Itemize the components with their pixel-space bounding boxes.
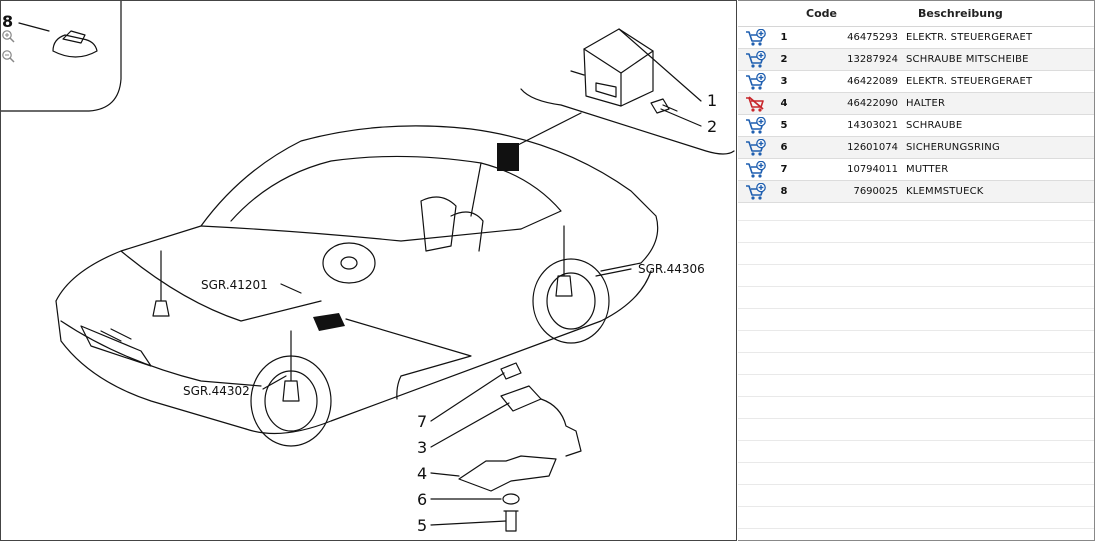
reference-sgr-44306: SGR.44306 xyxy=(638,262,705,276)
grille xyxy=(80,325,152,367)
row-description: ELEKTR. STEUERGERAET xyxy=(906,32,1033,43)
row-description: SCHRAUBE xyxy=(906,120,963,131)
part-6-washer xyxy=(502,493,520,505)
part-2-screw xyxy=(650,98,678,114)
exploded-parts-diagram: 1 2 3 4 5 6 7 8 SGR.41201 SGR.44306 SGR.… xyxy=(0,0,737,541)
row-description: HALTER xyxy=(906,98,946,109)
add-to-cart-icon[interactable] xyxy=(738,116,774,135)
part-1-ecu xyxy=(583,28,654,74)
row-part-code: 46422089 xyxy=(847,76,898,87)
row-position: 8 xyxy=(780,186,788,197)
code-column-header: Code xyxy=(806,7,837,20)
row-description: ELEKTR. STEUERGERAET xyxy=(906,76,1033,87)
table-row[interactable]: 2 13287924 SCHRAUBE MITSCHEIBE xyxy=(738,49,1094,71)
part-5-screw xyxy=(503,510,519,532)
part-3-sensor xyxy=(500,385,542,412)
row-description: MUTTER xyxy=(906,164,949,175)
car-roofline xyxy=(55,125,659,302)
table-row[interactable]: 4 46422090 HALTER xyxy=(738,93,1094,115)
row-position: 3 xyxy=(780,76,788,87)
add-to-cart-icon[interactable] xyxy=(738,138,774,157)
part-4-bracket xyxy=(458,455,557,492)
row-part-code: 7690025 xyxy=(853,186,898,197)
zoom-out-icon[interactable] xyxy=(1,49,15,63)
row-part-code: 13287924 xyxy=(847,54,898,65)
row-description: SICHERUNGSRING xyxy=(906,142,1000,153)
add-to-cart-icon[interactable] xyxy=(738,72,774,91)
table-row[interactable]: 1 46475293 ELEKTR. STEUERGERAET xyxy=(738,27,1094,49)
row-position: 7 xyxy=(780,164,788,175)
row-description: KLEMMSTUECK xyxy=(906,186,984,197)
sensor-location-marker xyxy=(313,313,345,331)
callout-3: 3 xyxy=(417,438,427,457)
callout-2: 2 xyxy=(707,117,717,136)
add-to-cart-icon[interactable] xyxy=(738,160,774,179)
callout-7: 7 xyxy=(417,412,427,431)
row-part-code: 46475293 xyxy=(847,32,898,43)
callout-8: 8 xyxy=(2,12,13,31)
row-part-code: 14303021 xyxy=(847,120,898,131)
front-left-strut xyxy=(152,250,170,317)
add-to-cart-icon[interactable] xyxy=(738,28,774,47)
table-row[interactable]: 3 46422089 ELEKTR. STEUERGERAET xyxy=(738,71,1094,93)
table-row[interactable]: 7 10794011 MUTTER xyxy=(738,159,1094,181)
row-part-code: 12601074 xyxy=(847,142,898,153)
part-8-clamp xyxy=(52,34,98,58)
steering-wheel xyxy=(322,242,376,284)
rear-wheel xyxy=(532,258,610,344)
windshield xyxy=(230,155,482,222)
rear-strut xyxy=(555,225,573,297)
add-to-cart-icon[interactable] xyxy=(738,182,774,201)
callout-4: 4 xyxy=(417,464,427,483)
parts-table-header: Code Beschreibung xyxy=(738,1,1094,27)
callout-6: 6 xyxy=(417,490,427,509)
row-position: 5 xyxy=(780,120,788,131)
table-row[interactable]: 5 14303021 SCHRAUBE xyxy=(738,115,1094,137)
description-column-header: Beschreibung xyxy=(918,7,1003,20)
row-part-code: 46422090 xyxy=(847,98,898,109)
unavailable-cart-icon[interactable] xyxy=(738,95,774,113)
add-to-cart-icon[interactable] xyxy=(738,50,774,69)
callout-5: 5 xyxy=(417,516,427,535)
front-right-strut xyxy=(282,330,300,402)
table-row[interactable]: 8 7690025 KLEMMSTUECK xyxy=(738,181,1094,203)
row-description: SCHRAUBE MITSCHEIBE xyxy=(906,54,1029,65)
part-7-nut xyxy=(500,362,522,380)
diagram-drawing: 1 2 3 4 5 6 7 8 SGR.41201 SGR.44306 SGR.… xyxy=(1,1,735,535)
row-position: 4 xyxy=(780,98,788,109)
row-part-code: 10794011 xyxy=(847,164,898,175)
callout-1: 1 xyxy=(707,91,717,110)
row-position: 2 xyxy=(780,54,788,65)
table-row[interactable]: 6 12601074 SICHERUNGSRING xyxy=(738,137,1094,159)
row-position: 1 xyxy=(780,32,788,43)
zoom-in-icon[interactable] xyxy=(1,29,15,43)
reference-sgr-44302: SGR.44302 xyxy=(183,384,250,398)
row-position: 6 xyxy=(780,142,788,153)
ecu-location-marker xyxy=(497,143,519,171)
inset-frame xyxy=(1,1,122,112)
reference-sgr-41201: SGR.41201 xyxy=(201,278,268,292)
